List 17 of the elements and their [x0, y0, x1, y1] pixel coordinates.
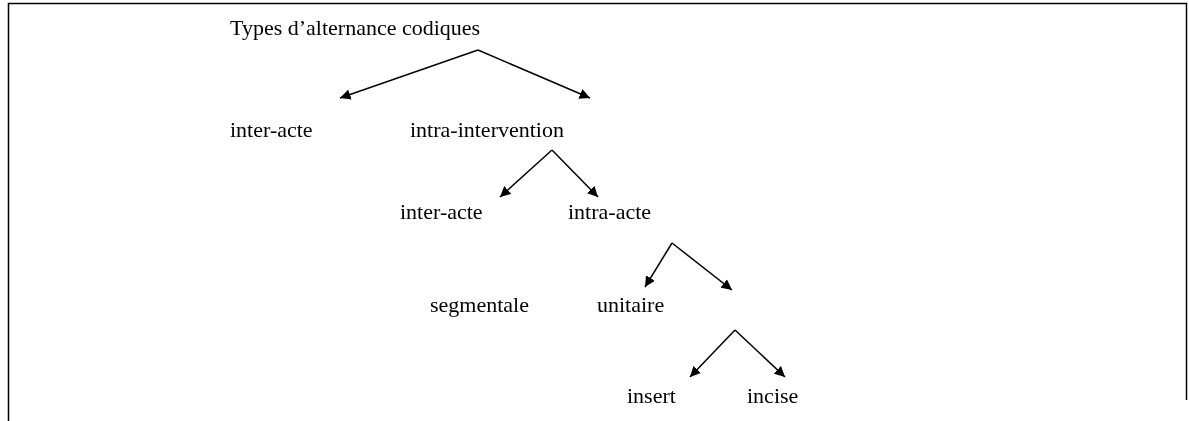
arrow: [477, 49, 591, 99]
tree-label: unitaire: [597, 287, 681, 317]
arrow: [339, 49, 479, 100]
tree-label: segmentale: [430, 293, 529, 317]
tree-label: Types d’alternance codiques: [230, 16, 550, 50]
arrow: [671, 242, 733, 291]
arrow: [499, 149, 553, 198]
tree-label: incise: [747, 377, 812, 409]
tree-label: insert: [627, 377, 702, 409]
arrow: [689, 329, 736, 378]
tree-label: intra-acte: [568, 197, 680, 243]
tree-label: inter-acte: [230, 98, 340, 144]
arrow: [734, 329, 786, 378]
arrow: [644, 242, 673, 288]
tree-label: inter-acte: [400, 197, 506, 225]
arrow: [551, 149, 599, 198]
tree-label: intra-intervention: [410, 98, 600, 150]
